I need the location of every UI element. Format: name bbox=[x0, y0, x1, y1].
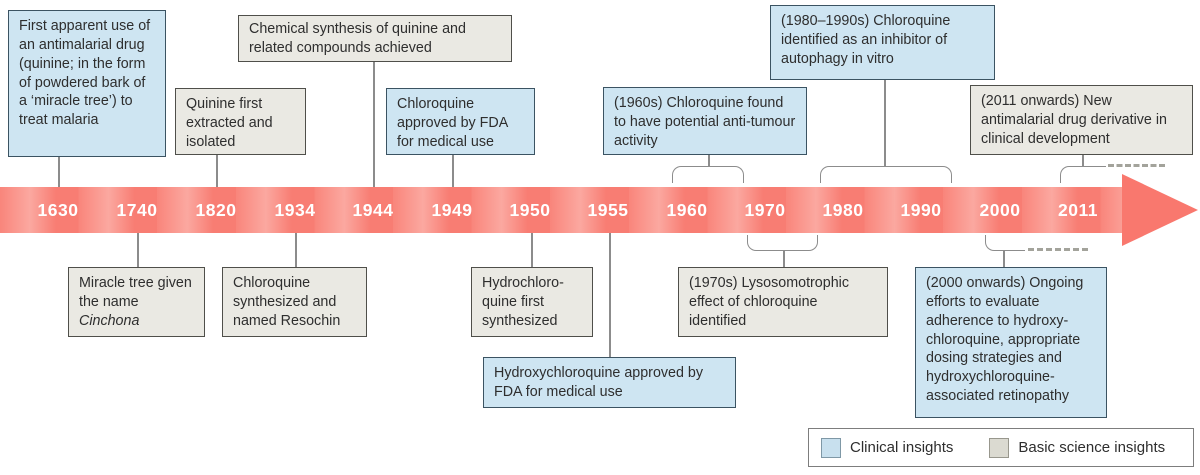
clinical-swatch-icon bbox=[821, 437, 841, 458]
year-label: 1944 bbox=[352, 200, 394, 220]
connector-1970s bbox=[783, 250, 785, 268]
legend-item-clinical: Clinical insights bbox=[821, 437, 954, 458]
bracket-2000-onwards bbox=[985, 235, 1025, 251]
year-label: 1740 bbox=[116, 200, 158, 220]
cinchona-italic: Cinchona bbox=[79, 312, 140, 329]
connector-1949 bbox=[452, 155, 454, 187]
bracket-1980-1990s bbox=[820, 166, 952, 183]
event-box-antitumour: (1960s) Chloroquine found to have potent… bbox=[603, 87, 807, 155]
legend-item-basic: Basic science insights bbox=[989, 437, 1166, 458]
event-box-new-derivative: (2011 onwards) New antimalarial drug der… bbox=[970, 85, 1193, 155]
year-label: 1990 bbox=[900, 200, 942, 220]
event-box-chloroquine-fda: Chloroquine approved by FDA for medical … bbox=[386, 88, 535, 155]
year-label: 2011 bbox=[1058, 200, 1098, 220]
connector-1980-1990s bbox=[884, 79, 886, 167]
bracket-2011-onwards bbox=[1060, 166, 1106, 183]
basic-science-swatch-icon bbox=[989, 437, 1010, 458]
year-label: 1955 bbox=[587, 200, 629, 220]
event-box-quinine-isolated: Quinine first extracted and isolated bbox=[175, 88, 306, 155]
year-label: 1934 bbox=[274, 200, 316, 220]
event-box-ongoing-efforts: (2000 onwards) Ongoing efforts to evalua… bbox=[915, 267, 1107, 418]
year-label: 1630 bbox=[37, 200, 79, 220]
connector-1934 bbox=[295, 233, 297, 268]
bracket-1960s bbox=[672, 166, 744, 183]
year-label: 2000 bbox=[979, 200, 1021, 220]
legend: Clinical insights Basic science insights bbox=[808, 428, 1194, 467]
year-label: 1820 bbox=[195, 200, 237, 220]
timeline-arrow bbox=[0, 187, 1130, 233]
year-label: 1950 bbox=[509, 200, 551, 220]
connector-1944 bbox=[373, 62, 375, 187]
year-label: 1980 bbox=[822, 200, 864, 220]
year-label: 1949 bbox=[431, 200, 473, 220]
connector-2000 bbox=[1003, 250, 1005, 268]
connector-2011 bbox=[1082, 154, 1084, 167]
bracket-1970s bbox=[747, 235, 818, 251]
legend-clinical-label: Clinical insights bbox=[850, 439, 954, 456]
event-box-cinchona: Miracle tree given the name Cinchona bbox=[68, 267, 205, 337]
connector-1960s bbox=[708, 154, 710, 167]
timeline-arrowhead-icon bbox=[1122, 174, 1198, 246]
event-box-autophagy: (1980–1990s) Chloroquine identified as a… bbox=[770, 5, 995, 80]
connector-1820 bbox=[216, 153, 218, 187]
event-box-hydrochloroquine-synth: Hydrochloro-quine first synthesized bbox=[471, 267, 593, 337]
connector-1955 bbox=[609, 233, 611, 358]
event-box-resochin: Chloroquine synthesized and named Resoch… bbox=[222, 267, 367, 337]
event-box-lysosomotrophic: (1970s) Lysosomotrophic effect of chloro… bbox=[678, 267, 888, 337]
event-box-chemical-synthesis: Chemical synthesis of quinine and relate… bbox=[238, 15, 512, 62]
dashed-line-2000-onwards bbox=[1028, 248, 1088, 251]
connector-1630 bbox=[58, 155, 60, 187]
connector-1740 bbox=[137, 233, 139, 268]
event-box-hydroxychloroquine-fda: Hydroxychloroquine approved by FDA for m… bbox=[483, 357, 736, 408]
legend-basic-label: Basic science insights bbox=[1018, 439, 1166, 456]
cinchona-text: Miracle tree given the name bbox=[79, 275, 192, 310]
year-label: 1970 bbox=[744, 200, 786, 220]
event-box-first-use: First apparent use of an antimalarial dr… bbox=[8, 10, 166, 157]
dashed-line-2011-onwards bbox=[1108, 164, 1165, 167]
year-label: 1960 bbox=[666, 200, 708, 220]
connector-1950 bbox=[531, 233, 533, 268]
